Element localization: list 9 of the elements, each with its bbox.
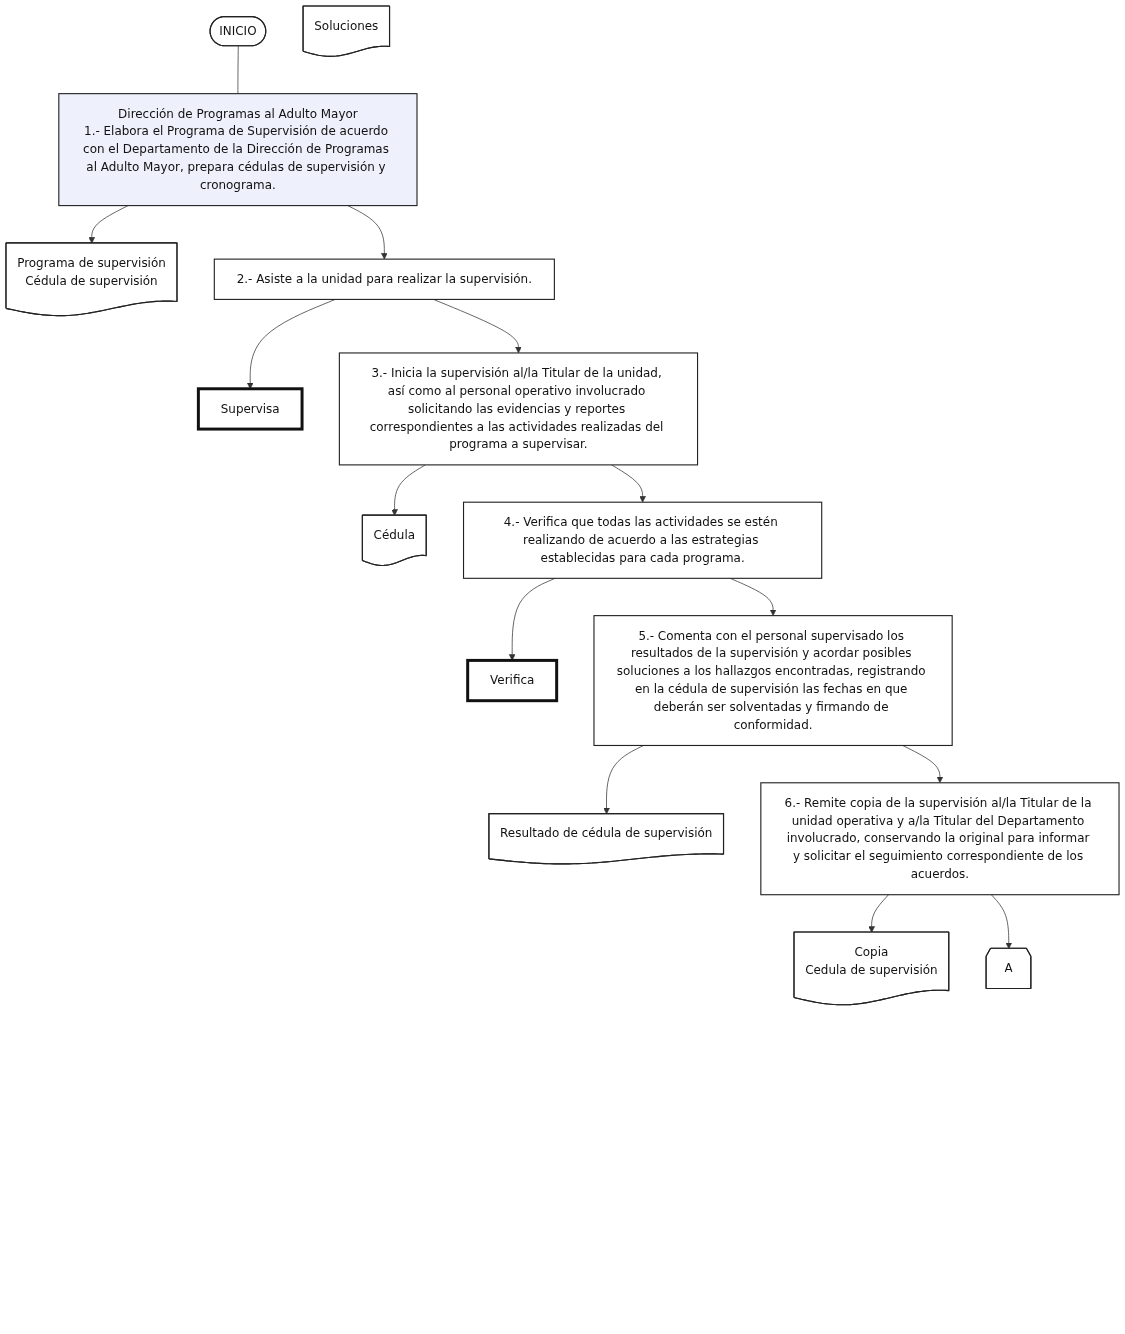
node-box: Verifica [466,658,559,703]
node-box: 5.- Comenta con el personal supervisado los resultados de la supervisión y acordar posibles soluciones a los hallazgos encontradas, registrando en la cédula de supervisión las fechas en que deberán ser solventadas y firmando de conformidad. [593,615,953,747]
node-box: 4.- Verifica que todas las actividades se estén realizando de acuerdo a las estrategias establecidas para cada programa. [462,501,823,579]
node-box: 6.- Remite copia de la supervisión al/la Titular de la unidad operativa y a/la Titular del Departamento involucrado, conservando la original para informar y solicitar el seguimiento correspondiente de los acuerdos. [760,782,1120,896]
node-box: 2.- Asiste a la unidad para realizar la supervisión. [213,258,555,300]
connector [237,45,239,95]
node-box: 3.- Inicia la supervisión al/la Titular de la unidad, así como al personal operativo involucrado solicitando las evidencias y reportes correspondientes a las actividades realizadas del programa a supervisar. [338,352,699,466]
node-box: Dirección de Programas al Adulto Mayor 1.- Elabora el Programa de Supervisión de acuerdo con el Departamento de la Dirección de Programas al Adulto Mayor, prepara cédulas de supervisión y cronograma. [58,93,418,207]
node-box: Supervisa [196,387,304,431]
